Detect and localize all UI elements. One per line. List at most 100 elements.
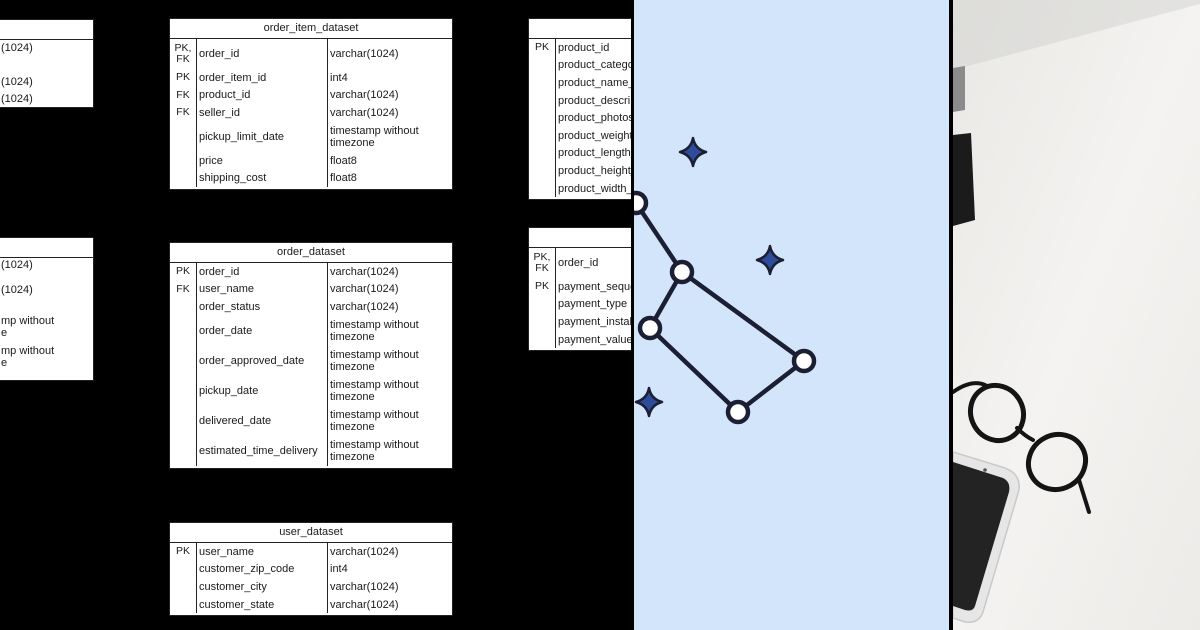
table-title: [529, 228, 631, 248]
column-name-cell: order_item_id: [197, 69, 328, 87]
column-name-cell: order_status: [197, 298, 328, 316]
column-name-cell: customer_zip_code: [197, 560, 328, 579]
key-cell: PK: [170, 263, 197, 281]
column-name-cell: delivered_date: [197, 405, 328, 436]
glasses-icon: [953, 381, 1091, 514]
cell-type: e: [1, 357, 8, 369]
table-title: [0, 238, 93, 258]
table-row: product_width_: [529, 179, 631, 198]
column-name-cell: pickup_limit_date: [197, 121, 328, 152]
key-cell: [170, 405, 197, 436]
column-name-cell: user_name: [197, 280, 328, 299]
table-row: product_photos: [529, 109, 631, 127]
star-node: [634, 190, 649, 216]
key-cell: [529, 179, 556, 198]
column-type-cell: varchar(1024): [330, 89, 399, 102]
constellation-panel: [634, 0, 949, 630]
erd-diagram-panel: (1024) (1024) (1024) (1024) (1024) mp wi…: [0, 18, 631, 617]
key-cell: PK: [529, 278, 556, 296]
column-name-cell: payment_value: [556, 331, 631, 349]
key-cell: [529, 162, 556, 180]
star-node: [725, 399, 751, 425]
column-type-cell: varchar(1024): [330, 300, 399, 313]
table-row: payment_instal: [529, 313, 631, 331]
table-row: product_height_: [529, 162, 631, 180]
column-type-cell: int4: [330, 71, 348, 84]
key-cell: [529, 295, 556, 314]
star-node: [791, 348, 817, 374]
column-type-cell: varchar(1024): [330, 545, 399, 558]
column-name-cell: customer_city: [197, 578, 328, 596]
table-partial-left-bottom: (1024) (1024) mp without e mp without e: [0, 237, 94, 381]
column-name-cell: seller_id: [197, 104, 328, 122]
column-name-cell: product_name_: [556, 74, 631, 92]
table-partial-left-top: (1024) (1024) (1024): [0, 19, 94, 108]
column-name-cell: payment_seque: [556, 278, 631, 296]
key-cell: [529, 56, 556, 75]
desk-photo-panel: [953, 0, 1200, 630]
column-type-cell: timestamp without timezone: [330, 378, 419, 403]
key-cell: PK, FK: [529, 248, 556, 278]
cell-type: mp without: [1, 345, 55, 357]
key-cell: [170, 151, 197, 170]
key-cell: [529, 313, 556, 331]
column-name-cell: payment_type: [556, 296, 631, 314]
star-node: [669, 259, 695, 285]
key-cell: [170, 298, 197, 316]
column-name-cell: order_date: [197, 315, 328, 346]
table-row: product_catego: [529, 56, 631, 75]
table-row: payment_type: [529, 295, 631, 314]
table-title: order_dataset: [170, 243, 452, 263]
key-cell: PK: [529, 39, 556, 57]
column-name-cell: pickup_date: [197, 375, 328, 406]
cell-type: (1024): [1, 42, 33, 54]
column-name-cell: product_catego: [556, 57, 631, 75]
column-name-cell: product_length_: [556, 145, 631, 163]
column-name-cell: order_id: [197, 39, 328, 69]
table-row: payment_value: [529, 330, 631, 349]
key-cell: [529, 330, 556, 349]
key-cell: PK: [170, 543, 197, 561]
column-type-cell: timestamp without timezone: [330, 318, 419, 343]
column-name-cell: price: [197, 151, 328, 170]
column-name-cell: product_height_: [556, 162, 631, 180]
column-type-cell: varchar(1024): [330, 598, 399, 611]
column-type-cell: float8: [330, 172, 357, 185]
key-cell: PK: [170, 69, 197, 87]
key-cell: [170, 595, 197, 614]
table-row: product_weight: [529, 126, 631, 145]
column-name-cell: product_id: [197, 86, 328, 105]
key-cell: [170, 345, 197, 376]
key-cell: [529, 144, 556, 163]
table-title: order_item_dataset: [170, 19, 452, 39]
key-cell: [529, 74, 556, 92]
cell-type: (1024): [1, 284, 33, 296]
column-type-cell: timestamp without timezone: [330, 438, 419, 463]
table-title: user_dataset: [170, 523, 452, 543]
key-cell: [529, 91, 556, 110]
column-name-cell: product_photos: [556, 109, 631, 127]
column-name-cell: order_id: [197, 263, 328, 281]
column-name-cell: customer_state: [197, 595, 328, 614]
column-name-cell: product_id: [556, 39, 631, 57]
key-cell: [170, 578, 197, 596]
desk-photo: [953, 0, 1200, 630]
table-title: [0, 20, 93, 40]
column-name-cell: user_name: [197, 543, 328, 561]
table-row: product_length_: [529, 144, 631, 163]
